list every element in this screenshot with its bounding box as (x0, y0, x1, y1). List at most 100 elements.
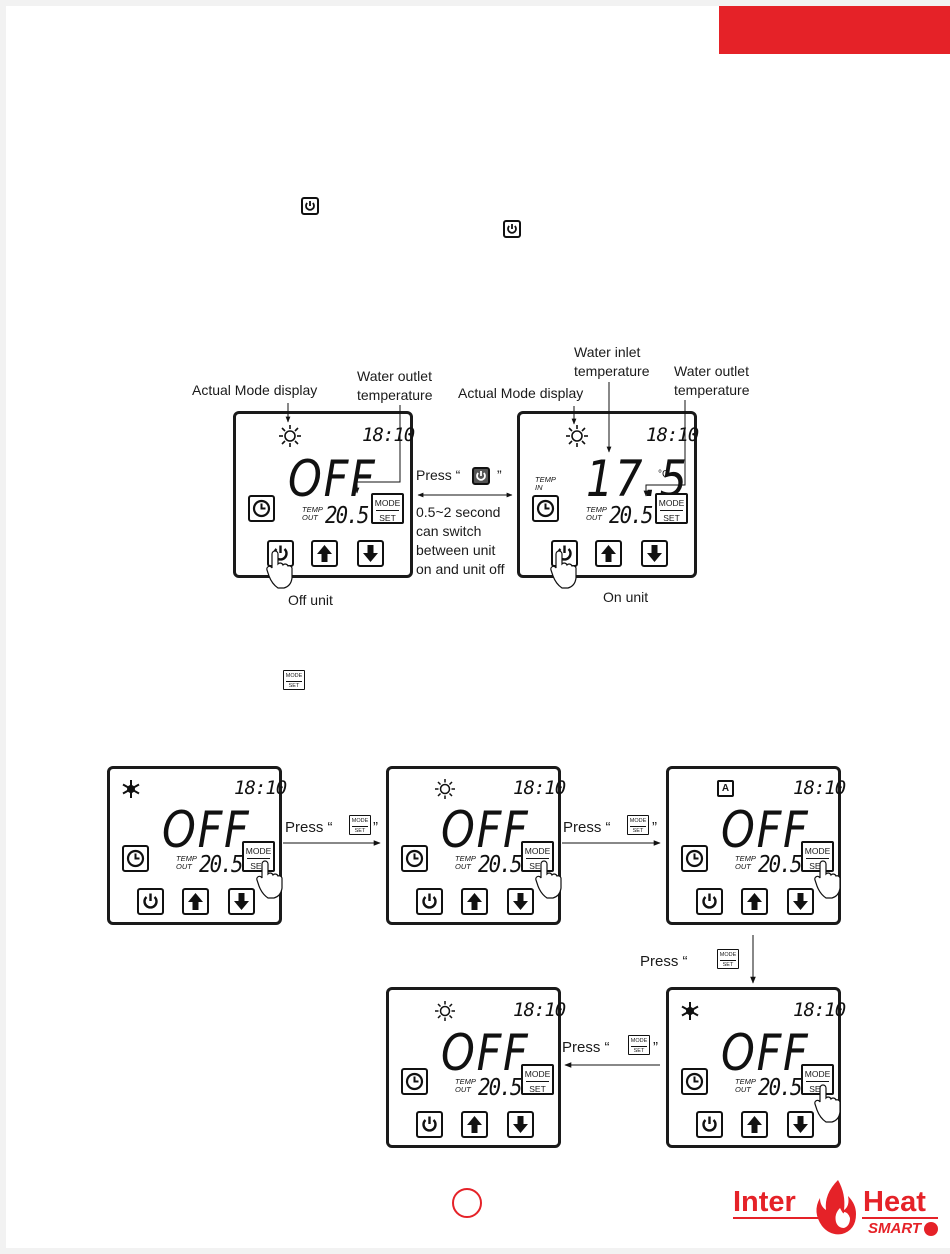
outlet-temp-display: 20.5 (478, 1075, 522, 1101)
down-arrow-button[interactable] (787, 1111, 814, 1138)
timer-clock-icon[interactable] (248, 495, 275, 522)
instruction-line-4: on and unit off (416, 561, 505, 577)
off-unit-caption: Off unit (288, 592, 333, 608)
set-label: SET (352, 826, 368, 834)
up-arrow-button[interactable] (311, 540, 338, 567)
mode-set-button[interactable]: MODE SET (521, 1064, 554, 1095)
power-button[interactable] (551, 540, 578, 567)
temp-label: TEMP (735, 854, 756, 863)
logo-heat-text: Heat (863, 1186, 926, 1218)
inlet-label-1: Water inlet (574, 344, 641, 360)
down-arrow-button[interactable] (787, 888, 814, 915)
power-icon (503, 220, 521, 238)
timer-clock-icon[interactable] (122, 845, 149, 872)
mode-label: MODE (285, 673, 303, 679)
set-label: SET (806, 1081, 829, 1094)
down-arrow-button[interactable] (507, 1111, 534, 1138)
down-arrow-button[interactable] (357, 540, 384, 567)
lcd-panel-heat: 18:10 OFF TEMP OUT 20.5 MODE SET (386, 766, 566, 925)
outlet-label-right-2: temperature (674, 382, 750, 398)
power-button[interactable] (696, 888, 723, 915)
power-icon (301, 197, 319, 215)
temp-label: TEMP (302, 505, 323, 514)
press-label-power-post: ” (497, 467, 502, 483)
down-arrow-button[interactable] (507, 888, 534, 915)
out-label: OUT (176, 862, 192, 871)
off-display: OFF (721, 801, 810, 859)
out-label: OUT (455, 1085, 471, 1094)
logo-badge-icon (924, 1222, 938, 1236)
press-label-1-post: ” (373, 819, 378, 836)
outlet-temp-display: 20.5 (478, 852, 522, 878)
clock-display: 18:10 (793, 777, 846, 799)
mode-label: MODE (351, 818, 369, 824)
up-arrow-button[interactable] (595, 540, 622, 567)
mode-label: MODE (719, 952, 737, 958)
timer-clock-icon[interactable] (681, 1068, 708, 1095)
mode-set-icon: MODE SET (627, 815, 649, 835)
mode-display-label-left: Actual Mode display (192, 382, 318, 398)
auto-mode-icon: A (717, 780, 734, 797)
sun-icon (279, 425, 301, 447)
mode-set-button[interactable]: MODE SET (371, 493, 404, 524)
power-button[interactable] (137, 888, 164, 915)
timer-clock-icon[interactable] (681, 845, 708, 872)
power-button[interactable] (416, 1111, 443, 1138)
out-label: OUT (735, 862, 751, 871)
press-label-4-pre: Press “ (562, 1039, 610, 1056)
power-icon (472, 467, 490, 485)
mode-label: MODE (374, 498, 401, 508)
up-arrow-button[interactable] (461, 1111, 488, 1138)
mode-set-icon: MODE SET (717, 949, 739, 969)
timer-clock-icon[interactable] (401, 845, 428, 872)
mode-set-button[interactable]: MODE SET (655, 493, 688, 524)
press-label-2-pre: Press “ (563, 819, 611, 836)
mode-set-button[interactable]: MODE SET (801, 841, 834, 872)
snowflake-icon (122, 780, 140, 798)
temp-label: TEMP (176, 854, 197, 863)
mode-label: MODE (629, 818, 647, 824)
power-button[interactable] (696, 1111, 723, 1138)
clock-display: 18:10 (513, 777, 566, 799)
mode-label: MODE (524, 846, 551, 856)
timer-clock-icon[interactable] (532, 495, 559, 522)
instruction-line-3: between unit (416, 542, 496, 558)
lcd-panel-heat-2: 18:10 OFF TEMP OUT 20.5 MODE SET (386, 987, 566, 1148)
down-arrow-button[interactable] (641, 540, 668, 567)
power-button[interactable] (267, 540, 294, 567)
outlet-temp-display: 20.5 (609, 503, 653, 529)
mode-label: MODE (524, 1069, 551, 1079)
timer-clock-icon[interactable] (401, 1068, 428, 1095)
mode-label: MODE (804, 846, 831, 856)
mode-set-button[interactable]: MODE SET (521, 841, 554, 872)
up-arrow-button[interactable] (741, 888, 768, 915)
inlet-label-2: temperature (574, 363, 650, 379)
logo-smart-text: SMART (868, 1220, 922, 1237)
temp-label: TEMP (735, 1077, 756, 1086)
up-arrow-button[interactable] (461, 888, 488, 915)
set-label: SET (526, 1081, 549, 1094)
clock-display: 18:10 (646, 424, 699, 446)
outlet-temp-display: 20.5 (199, 852, 243, 878)
power-button[interactable] (416, 888, 443, 915)
off-display: OFF (721, 1024, 810, 1082)
lcd-panel-auto: A 18:10 OFF TEMP OUT 20.5 MODE SET (666, 766, 846, 925)
mode-label: MODE (245, 846, 272, 856)
celsius-unit: °C (658, 469, 670, 480)
down-arrow-button[interactable] (228, 888, 255, 915)
off-display: OFF (288, 450, 377, 508)
outlet-temp-display: 20.5 (758, 1075, 802, 1101)
set-label: SET (376, 510, 399, 523)
out-label: OUT (455, 862, 471, 871)
page-number-circle (452, 1188, 482, 1218)
up-arrow-button[interactable] (182, 888, 209, 915)
mode-label: MODE (630, 1038, 648, 1044)
set-label: SET (247, 858, 270, 871)
outlet-label-left-2: temperature (357, 387, 433, 403)
set-label: SET (286, 681, 302, 689)
mode-set-button[interactable]: MODE SET (242, 841, 275, 872)
set-label: SET (631, 1046, 647, 1054)
up-arrow-button[interactable] (741, 1111, 768, 1138)
on-unit-caption: On unit (603, 589, 649, 605)
mode-set-button[interactable]: MODE SET (801, 1064, 834, 1095)
